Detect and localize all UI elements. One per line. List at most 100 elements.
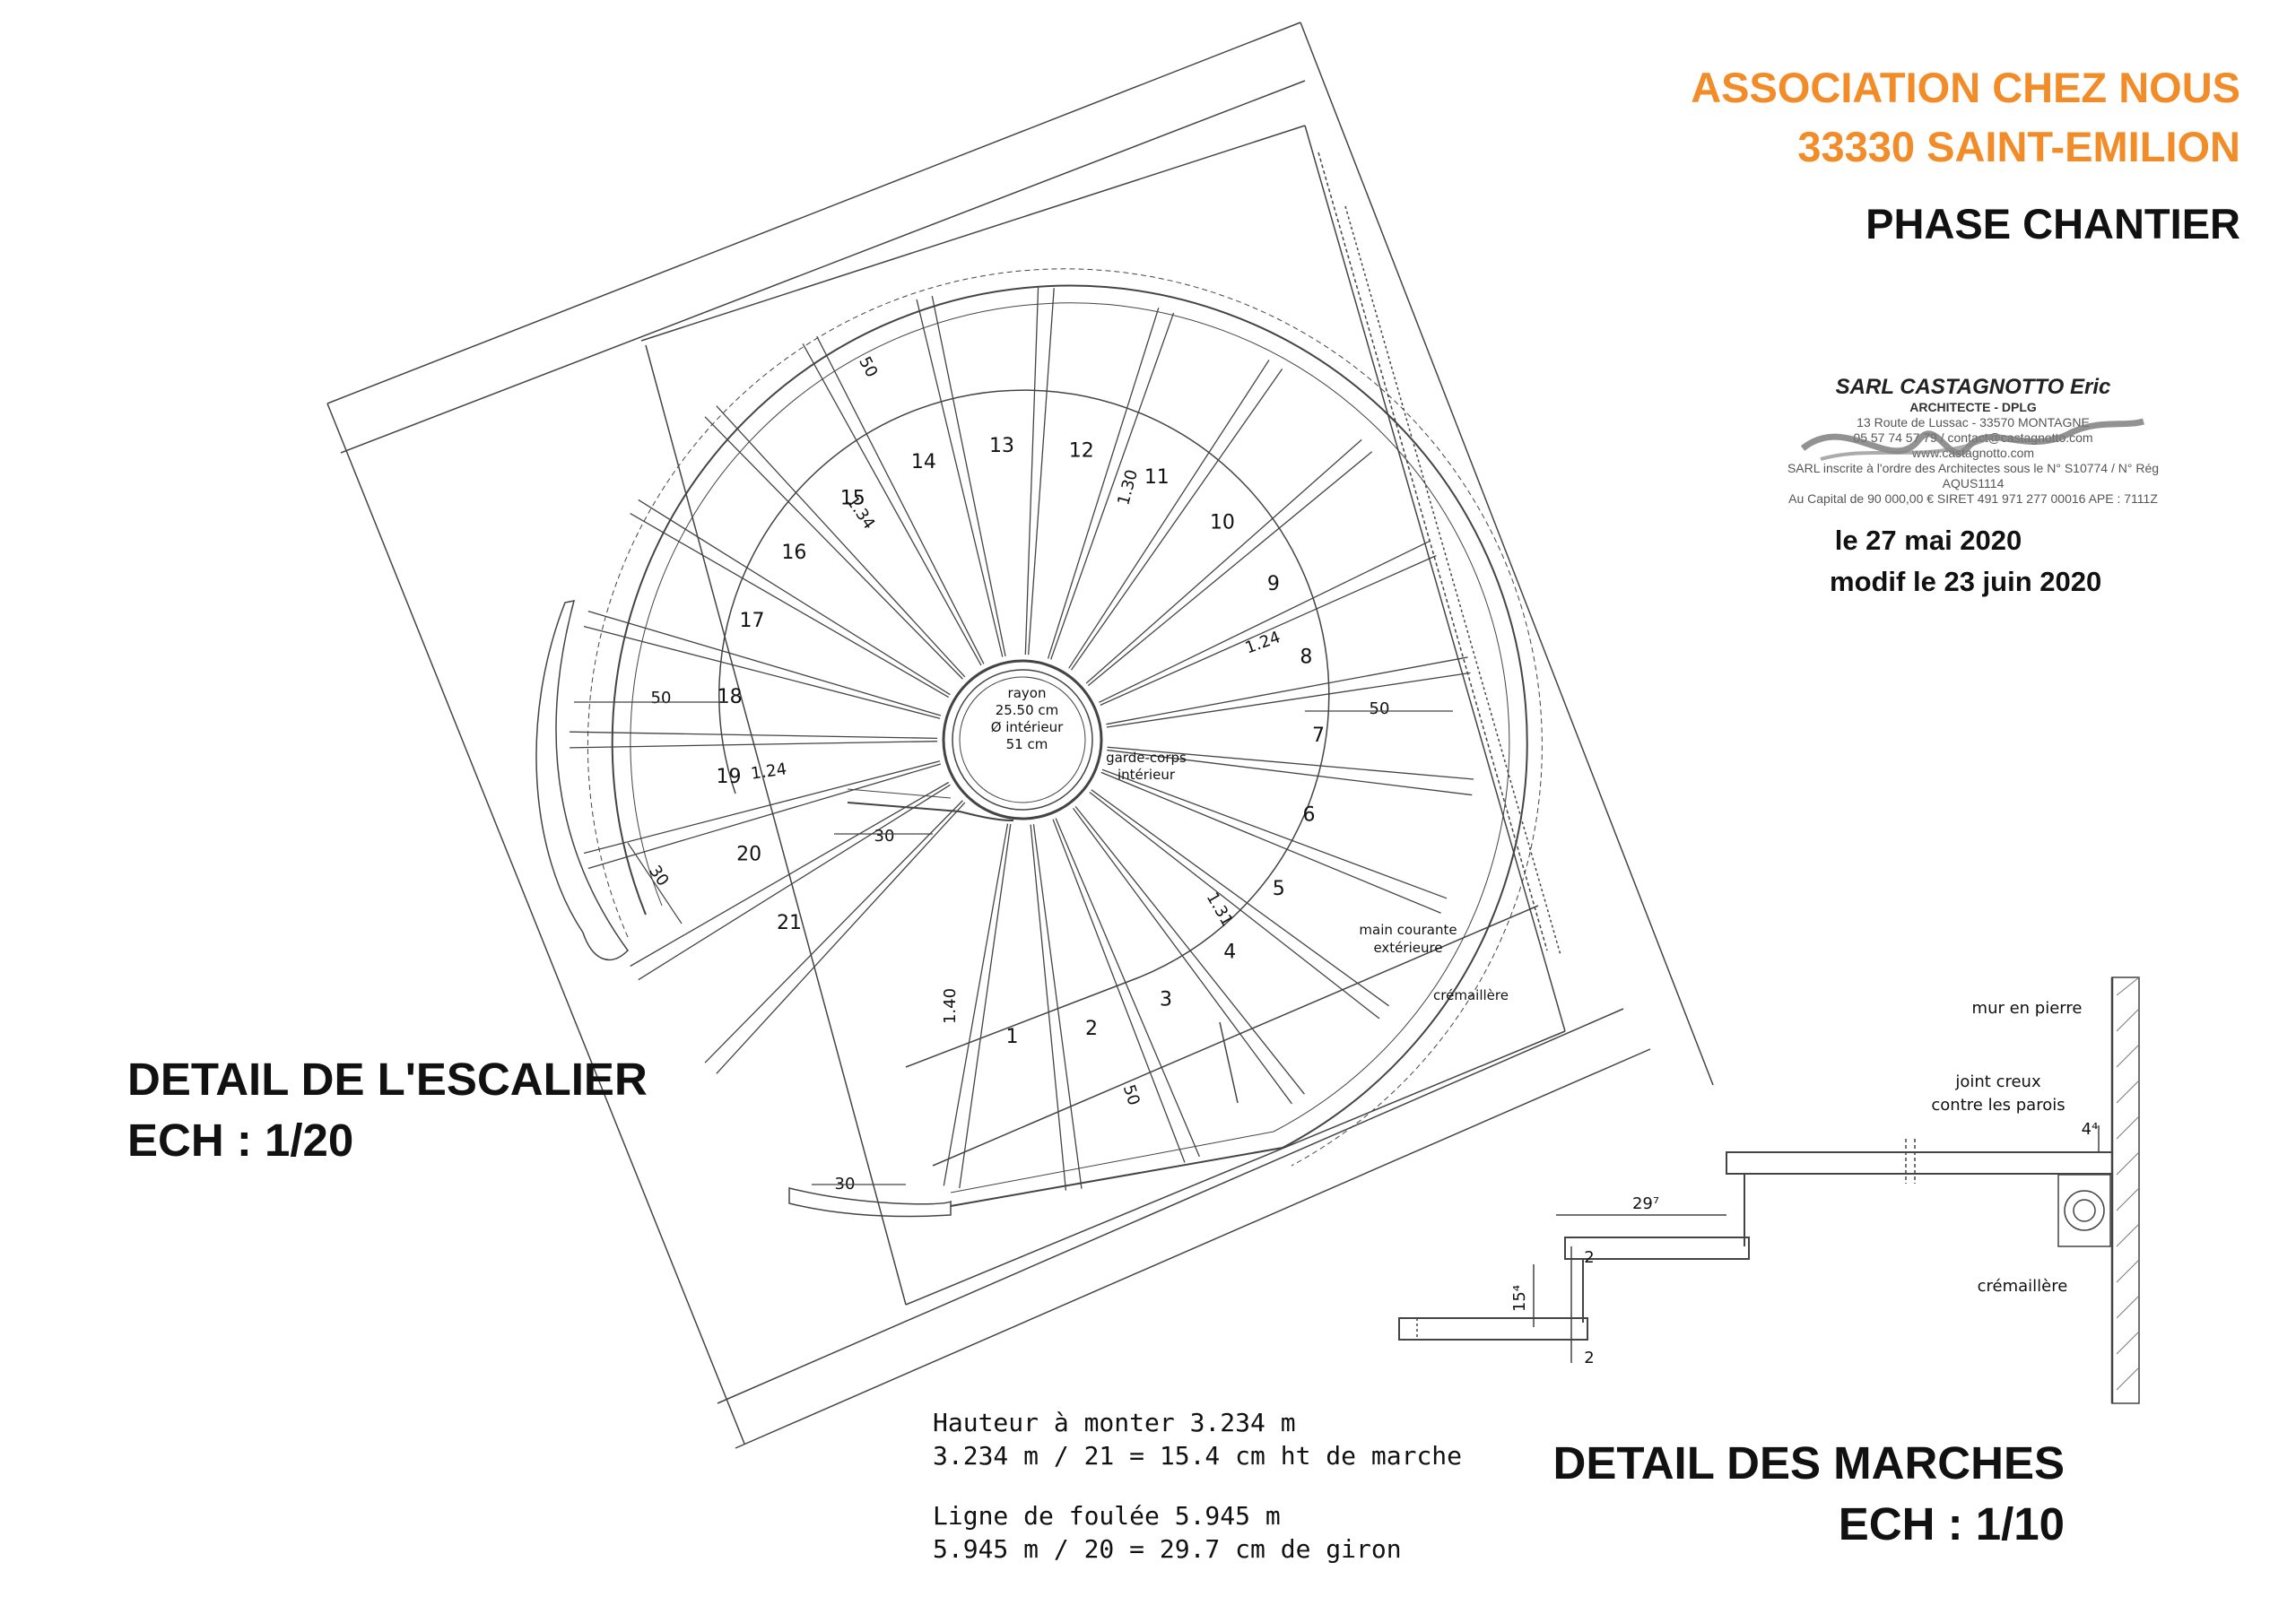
dim-140: 1.40 [941,988,960,1024]
tread-line [1087,451,1373,687]
tread-lines [570,287,1474,1191]
steps-title-block: DETAIL DES MARCHES ECH : 1/10 [1553,1433,2066,1555]
step-number: 7 [1312,725,1325,747]
step-number: 19 [716,766,741,788]
step-number: 21 [777,912,802,934]
signature-mark [1800,418,2145,461]
tread-line [570,731,938,739]
association-city: 33330 SAINT-EMILION [1797,123,2240,170]
dim-15: 15⁴ [1510,1285,1529,1312]
tread-nosing-line [570,741,938,749]
tread-nosing-line [704,416,963,680]
tread-nosing-line [716,802,966,1074]
step-number: 10 [1210,512,1235,534]
note-line-1: Hauteur à monter 3.234 m [933,1408,1296,1437]
steps-title: DETAIL DES MARCHES [1552,1437,2066,1488]
tread-nosing-line [630,512,950,699]
tread-line [1106,672,1471,728]
tread-nosing-line [1101,768,1448,899]
dim-130: 1.30 [1114,468,1142,508]
staircase-title: DETAIL DE L'ESCALIER [127,1054,648,1105]
wall-label: mur en pierre [1972,999,2083,1018]
tread-line [943,823,1009,1186]
tread-nosing-line [1032,824,1083,1189]
step-number: 4 [1223,941,1236,963]
stamp-reg1: SARL inscrite à l'ordre des Architectes … [1787,461,2160,490]
tread-nosing-line [1068,360,1270,669]
handrail-note-2: extérieure [1373,940,1442,956]
tread-nosing-line [1091,789,1389,1007]
tread-nosing-line [638,784,951,981]
tread-line [1030,824,1067,1191]
step-number: 6 [1302,804,1315,827]
step-number: 18 [718,686,743,708]
tread-nosing-line [916,299,1004,657]
tread-line [1070,368,1283,671]
dim-50-bottom: 50 [1119,1082,1144,1107]
step-number: 12 [1069,440,1094,463]
tread-line [816,335,985,664]
stamp-address: 13 Route de Lussac - 33570 MONTAGNE [1857,415,2090,430]
step-number: 15 [840,488,865,510]
dim-124-left: 1.24 [750,759,788,783]
tread-nosing-line [802,343,982,666]
step-number: 20 [736,843,761,865]
tread-line [630,781,950,968]
center-note-1: rayon [1008,685,1047,701]
steps-scale: ECH : 1/10 [1838,1498,2065,1549]
dim-30-mid: 30 [874,827,895,846]
staircase-scale: ECH : 1/20 [127,1115,354,1166]
tread-line [638,499,951,696]
tread-line [1052,819,1186,1163]
tread-line [931,296,1006,657]
step-number: 13 [989,435,1014,457]
tread-line [1050,312,1175,660]
dim-2-a: 2 [1584,1248,1594,1267]
association-name: ASSOCIATION CHEZ NOUS [1691,64,2240,111]
tread-nosing-line [583,625,941,719]
tread-nosing-line [1107,746,1474,780]
steps-section [1398,976,2140,1404]
room-walls [326,22,1714,1449]
inner-rail-note-1: garde-corps [1106,750,1187,766]
tread-line [1107,749,1473,796]
tread-nosing-line [1099,540,1431,703]
inner-rail [847,802,1014,821]
tread-nosing-line [587,763,942,870]
step-number: 11 [1144,466,1170,489]
tread-nosing-line [1047,308,1160,659]
dim-131: 1.31 [1203,890,1237,930]
tread-nosing-line [1074,805,1305,1095]
joint-label-1: joint creux [1954,1072,2041,1091]
step-number: 14 [911,451,936,473]
tread-line [1089,791,1380,1020]
outer-handrail [535,268,1543,1218]
stamp-firm: SARL CASTAGNOTTO Eric [1835,375,2111,399]
dim-50-left: 50 [651,689,672,707]
tread-nosing-line [1024,287,1039,655]
tread-nosing-line [1085,438,1362,684]
tread-line [1027,288,1055,655]
step-number: 5 [1273,878,1285,900]
step-number: 16 [781,542,806,564]
step-number: 9 [1267,573,1280,595]
step-number: 2 [1085,1018,1098,1040]
step-number: 8 [1300,646,1312,668]
dim-134: 1.34 [842,492,878,533]
dim-50-right: 50 [1370,699,1390,718]
date-created: le 27 mai 2020 [1834,525,2022,556]
center-note-4: 51 cm [1006,736,1048,752]
tread-line [587,610,942,716]
inner-rail-note-2: intérieur [1118,767,1176,783]
staircase-title-block: DETAIL DE L'ESCALIER ECH : 1/20 [127,1049,648,1171]
dim-2-b: 2 [1584,1349,1594,1367]
tread-line [583,760,941,855]
dim-4: 4⁴ [2082,1120,2099,1139]
center-note-3: Ø intérieur [991,719,1064,735]
phase-label: PHASE CHANTIER [1866,200,2240,247]
joint-label-2: contre les parois [1931,1096,2065,1115]
tread-line [1072,807,1292,1105]
dates-block: le 27 mai 2020 modif le 23 juin 2020 [1830,520,2101,603]
